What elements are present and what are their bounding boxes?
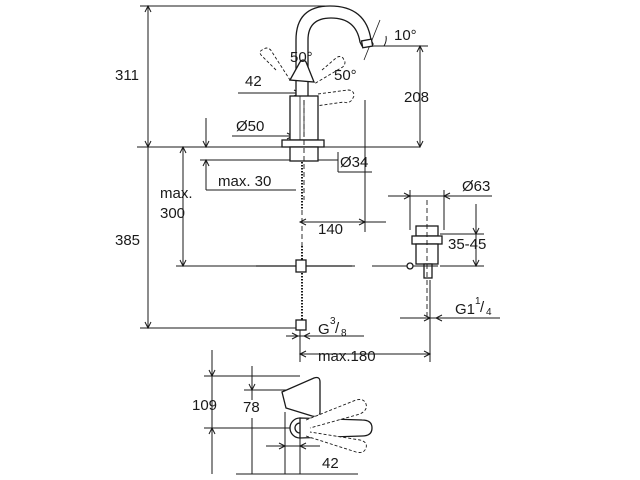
hole-diameter-label: Ø34 bbox=[340, 154, 368, 171]
max-value-label: 300 bbox=[160, 205, 185, 222]
faucet-elevation bbox=[256, 5, 374, 331]
max-label: max. bbox=[160, 185, 193, 202]
waste-range-label: 35-45 bbox=[448, 236, 486, 253]
lever-angle-right-label: 50° bbox=[334, 67, 357, 84]
waste-thread-slash: / bbox=[480, 299, 485, 316]
dimension-lines bbox=[137, 4, 500, 475]
supply-thread-num: 3 bbox=[330, 316, 336, 327]
supply-thread-slash: / bbox=[335, 320, 340, 337]
waste-diameter-label: Ø63 bbox=[462, 178, 490, 195]
lever-angle-left-label: 50° bbox=[290, 49, 313, 66]
waste-drain bbox=[372, 200, 443, 320]
reach-label: 140 bbox=[318, 221, 343, 238]
supply-thread-label: G bbox=[318, 321, 330, 338]
labels: 311 10° 50° 50° 42 208 Ø50 Ø34 max. 30 m… bbox=[115, 27, 492, 472]
under-counter-label: 385 bbox=[115, 232, 140, 249]
base-diameter-label: Ø50 bbox=[236, 118, 264, 135]
waste-thread-label: G1 bbox=[455, 301, 475, 318]
spout-height-label: 208 bbox=[404, 89, 429, 106]
plan-offset-label: 78 bbox=[243, 399, 260, 416]
plan-view bbox=[281, 376, 373, 453]
spout-angle-label: 10° bbox=[394, 27, 417, 44]
plan-depth-label: 109 bbox=[192, 397, 217, 414]
supply-thread-den: 8 bbox=[341, 328, 347, 339]
max-hose-label: max.180 bbox=[318, 348, 376, 365]
waste-thread-den: 4 bbox=[486, 307, 492, 318]
total-height-label: 311 bbox=[115, 67, 139, 84]
waste-thread-num: 1 bbox=[475, 296, 481, 307]
max-deck-label: max. 30 bbox=[218, 173, 271, 190]
plan-lever-label: 42 bbox=[322, 455, 339, 472]
lever-length-label: 42 bbox=[245, 73, 262, 90]
